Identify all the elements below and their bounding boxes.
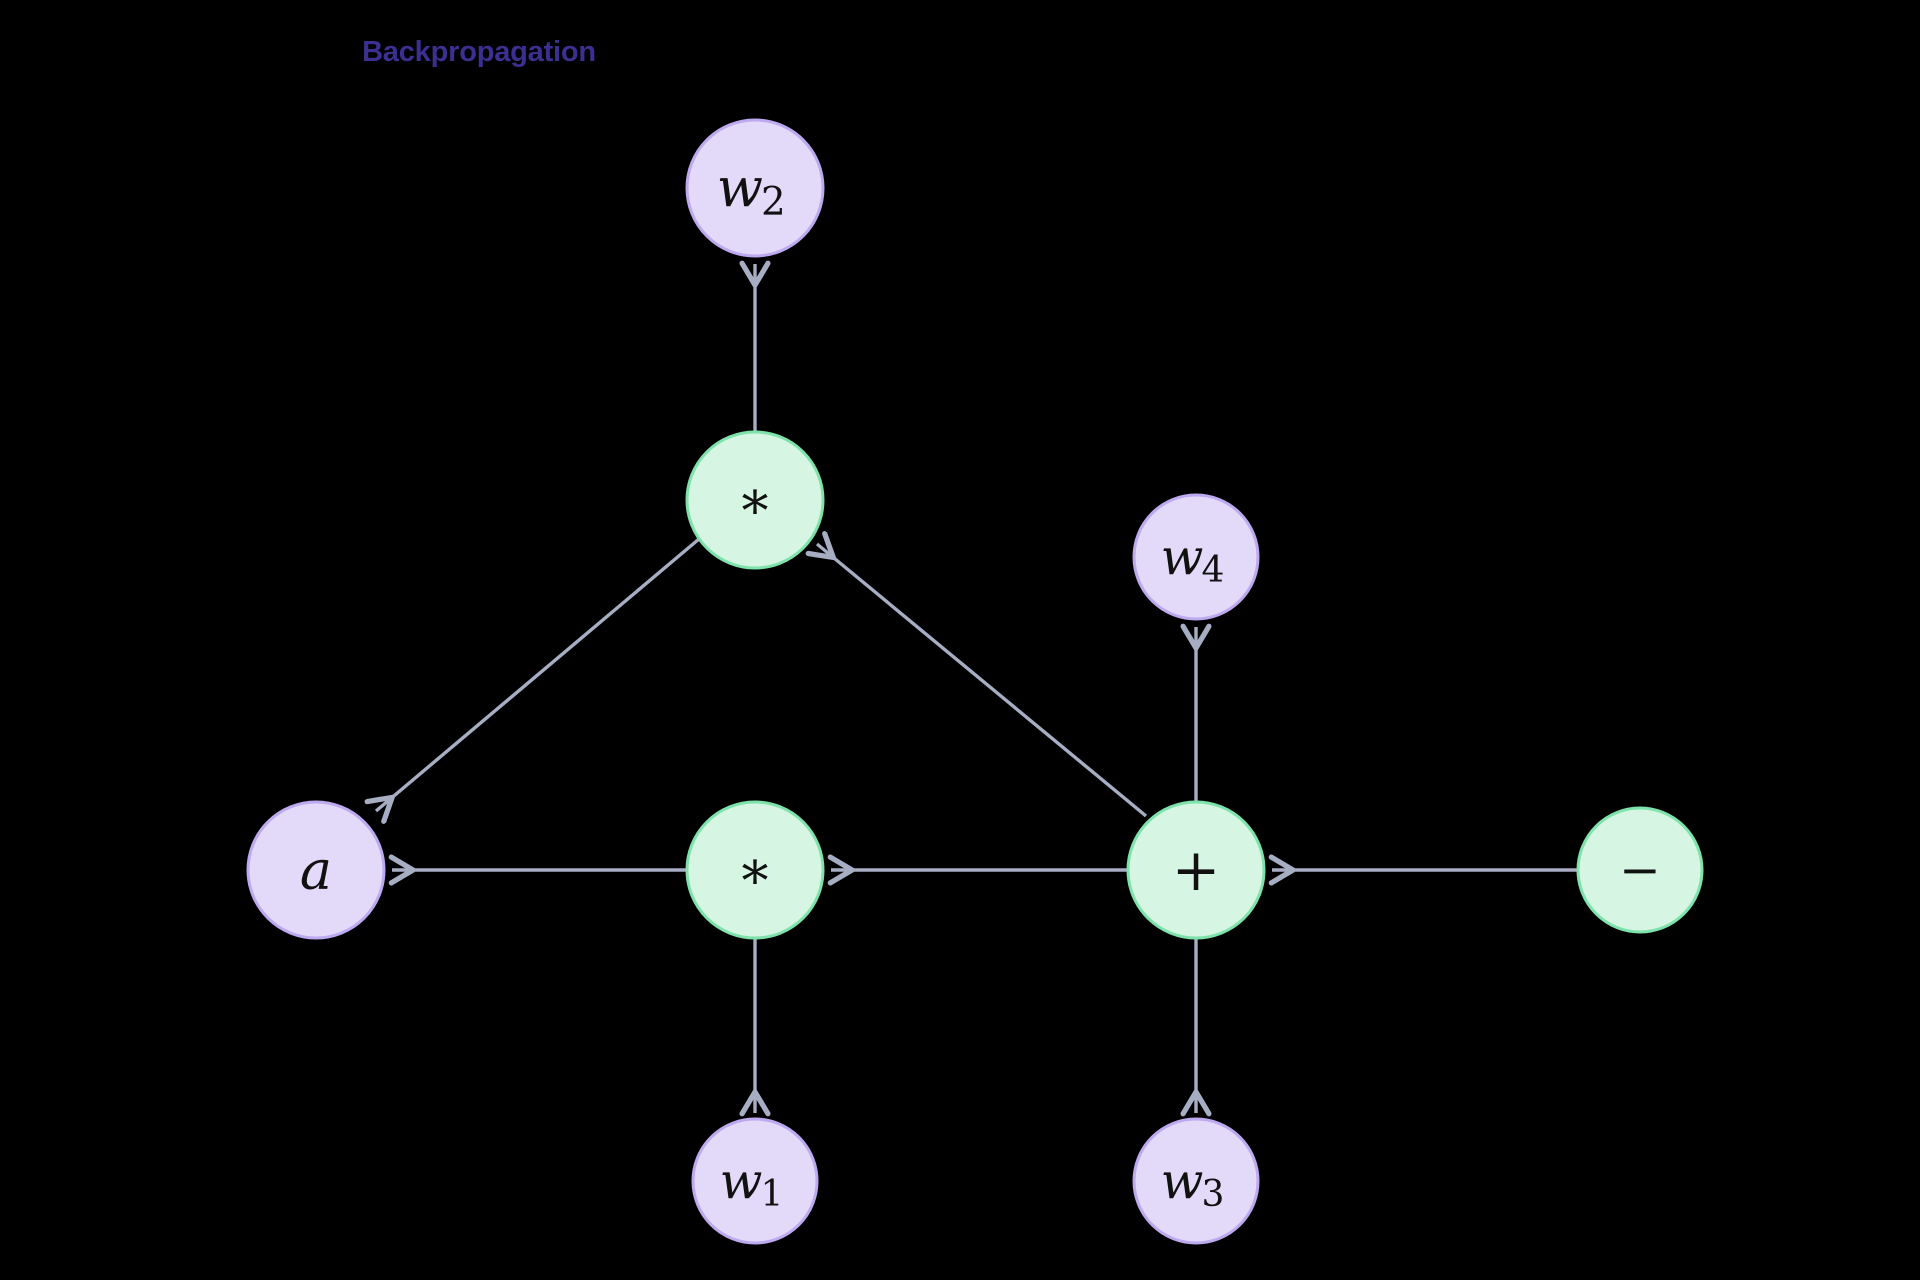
node-circle xyxy=(691,1117,819,1245)
graph-node-w4[interactable]: w4 xyxy=(1132,493,1260,621)
graph-node-w3[interactable]: w3 xyxy=(1132,1117,1260,1245)
node-label: a xyxy=(300,839,332,902)
graph-node-w2[interactable]: w2 xyxy=(685,118,825,258)
graph-edge-mul_top-to-a xyxy=(376,537,701,811)
graph-node-minus[interactable]: − xyxy=(1576,806,1704,934)
node-circle xyxy=(685,800,825,940)
node-circle xyxy=(685,118,825,258)
node-label: w xyxy=(1161,528,1204,586)
node-circle xyxy=(246,800,386,940)
node-label-subscript: 2 xyxy=(761,180,786,225)
node-label: w xyxy=(1161,1152,1204,1210)
node-label: + xyxy=(1172,836,1221,904)
node-circle xyxy=(685,430,825,570)
node-circle xyxy=(1576,806,1704,934)
node-label: w xyxy=(720,1152,763,1210)
node-label: − xyxy=(1619,841,1661,899)
graph-node-mul_top[interactable]: ∗ xyxy=(685,430,825,570)
node-circle xyxy=(1126,800,1266,940)
node-circle xyxy=(1132,493,1260,621)
page-title: Backpropagation xyxy=(362,36,596,68)
node-label-subscript: 4 xyxy=(1202,550,1225,591)
graph-node-plus[interactable]: + xyxy=(1126,800,1266,940)
node-label: w xyxy=(717,157,763,220)
node-circle xyxy=(1132,1117,1260,1245)
node-label-subscript: 3 xyxy=(1202,1174,1225,1215)
node-label: ∗ xyxy=(737,839,774,902)
graph-node-a[interactable]: a xyxy=(246,800,386,940)
node-label: ∗ xyxy=(737,469,774,532)
edge-layer xyxy=(376,264,1578,1113)
graph-node-w1[interactable]: w1 xyxy=(691,1117,819,1245)
graph-edge-plus-to-mul_top xyxy=(817,544,1148,818)
graph-node-mul_mid[interactable]: ∗ xyxy=(685,800,825,940)
node-label-subscript: 1 xyxy=(761,1174,784,1215)
